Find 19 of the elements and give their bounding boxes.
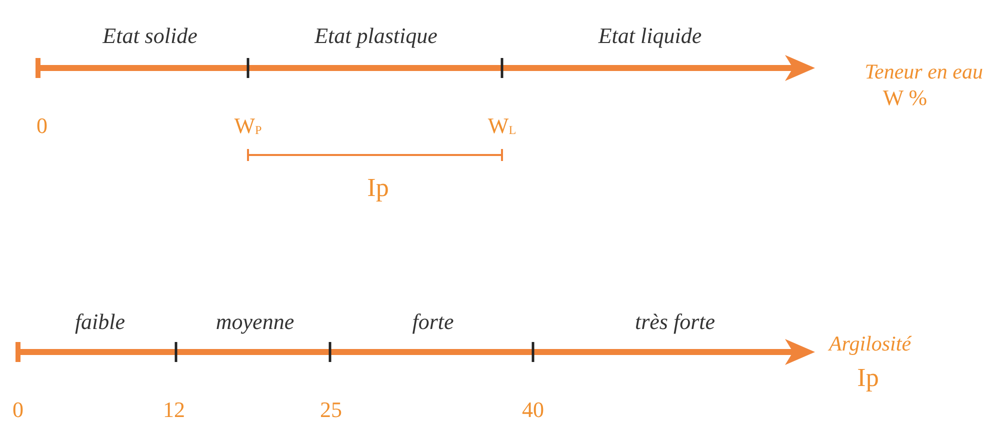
state-label: Etat solide [102,25,198,47]
axis-title: Teneur en eau [864,62,983,82]
axis-title: Argilosité [828,334,912,354]
state-label: faible [74,311,126,333]
state-label: forte [412,311,454,333]
state-label: Etat liquide [598,25,702,47]
axis-value: 0 [36,115,48,137]
axis-value: 25 [320,399,342,421]
axis-value: W % [882,87,928,109]
axis-value: 40 [522,399,544,421]
axis-value: W$_{P}$ [234,115,262,137]
state-label: Etat plastique [314,25,438,47]
axis-value: Ip [857,365,879,391]
state-label: moyenne [216,311,294,333]
state-label: très forte [634,311,716,333]
axis-value: W$_{L}$ [488,115,516,137]
axis-value: 12 [163,399,185,421]
axis-value: 0 [12,399,24,421]
axis-value: Ip [367,175,389,201]
